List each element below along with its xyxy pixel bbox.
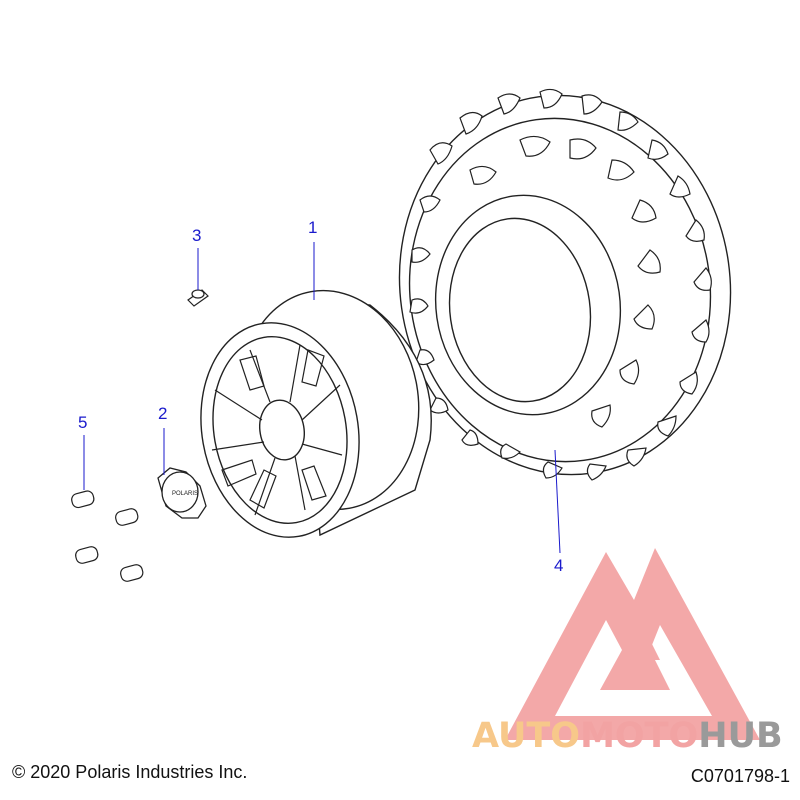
callout-1: 1 [308,218,318,237]
lug-nuts [71,490,144,582]
wheel-rim [200,289,432,538]
leader-lines [83,242,561,554]
watermark-hub: HUB [698,716,783,756]
center-cap: POLARIS [157,467,207,519]
svg-text:POLARIS: POLARIS [172,491,198,497]
copyright-text: © 2020 Polaris Industries Inc. [12,762,248,782]
figure-code: C0701798-1 [690,766,790,786]
callout-2: 2 [158,404,168,423]
callout-3: 3 [192,226,202,245]
watermark-logo-icon [505,548,760,740]
watermark-text: AUTOMOTOHUB [472,716,783,756]
wheel-spokes [211,344,343,516]
callout-4: 4 [554,556,564,575]
valve-stem [187,289,209,307]
tire [398,88,732,481]
tire-tread-lugs [409,88,712,481]
callout-5: 5 [78,413,88,432]
watermark-auto: AUTO [472,716,581,756]
watermark-moto: MOTO [580,716,699,756]
